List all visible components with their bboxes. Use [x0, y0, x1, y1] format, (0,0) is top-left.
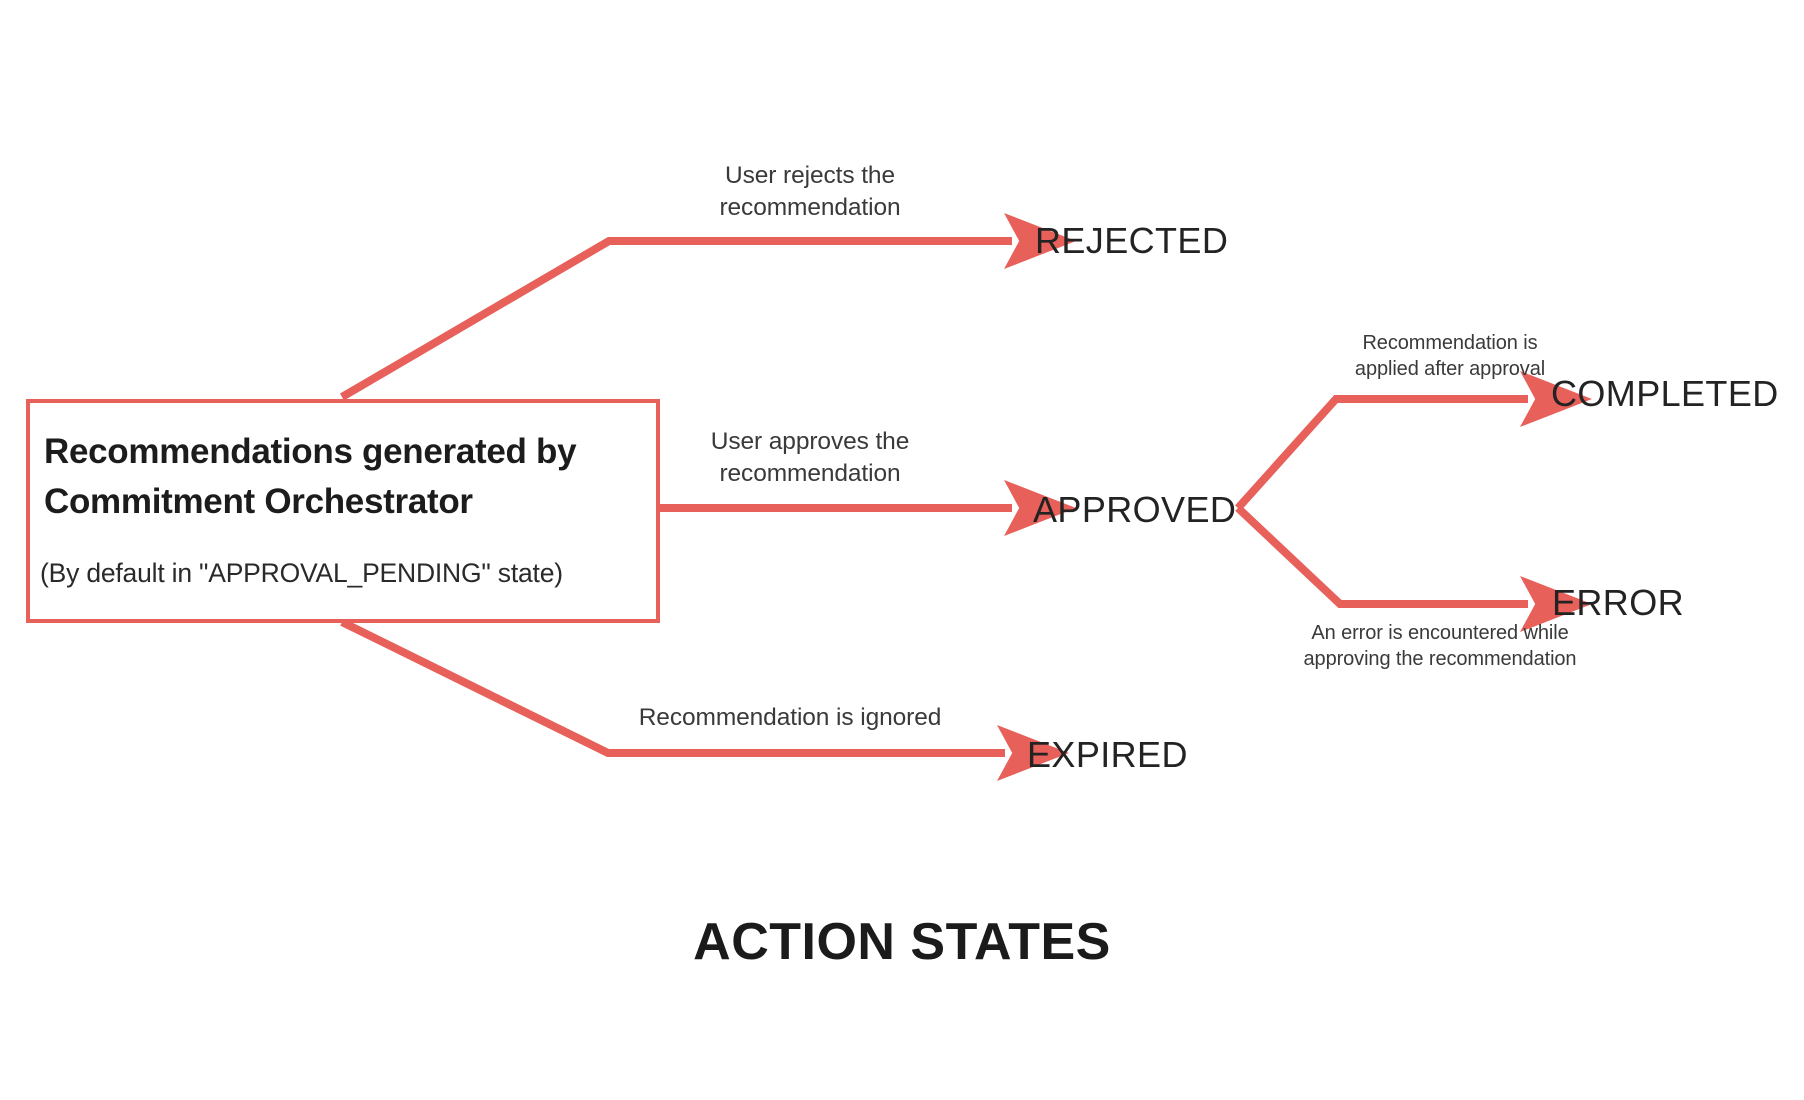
state-error: ERROR — [1552, 582, 1685, 623]
edge-label-to-expired: Recommendation is ignored — [638, 704, 942, 731]
edge-label-to-error: An error is encountered while approving … — [1303, 622, 1577, 671]
edge-to-rejected — [339, 213, 1076, 401]
edge-to-completed — [1235, 371, 1592, 511]
edge-to-error — [1235, 505, 1592, 632]
state-completed: COMPLETED — [1551, 373, 1779, 414]
source-node: Recommendations generated by Commitment … — [26, 399, 660, 623]
diagram-title: ACTION STATES — [693, 913, 1111, 971]
source-node-title: Recommendations generated by Commitment … — [44, 432, 577, 521]
edge-label-to-approved: User approves the recommendation — [710, 428, 910, 488]
state-approved: APPROVED — [1033, 489, 1237, 530]
edge-label-to-rejected: User rejects the recommendation — [719, 162, 901, 222]
source-node-subtitle: (By default in "APPROVAL_PENDING" state) — [40, 558, 563, 588]
state-rejected: REJECTED — [1035, 220, 1229, 261]
state-expired: EXPIRED — [1027, 734, 1188, 775]
